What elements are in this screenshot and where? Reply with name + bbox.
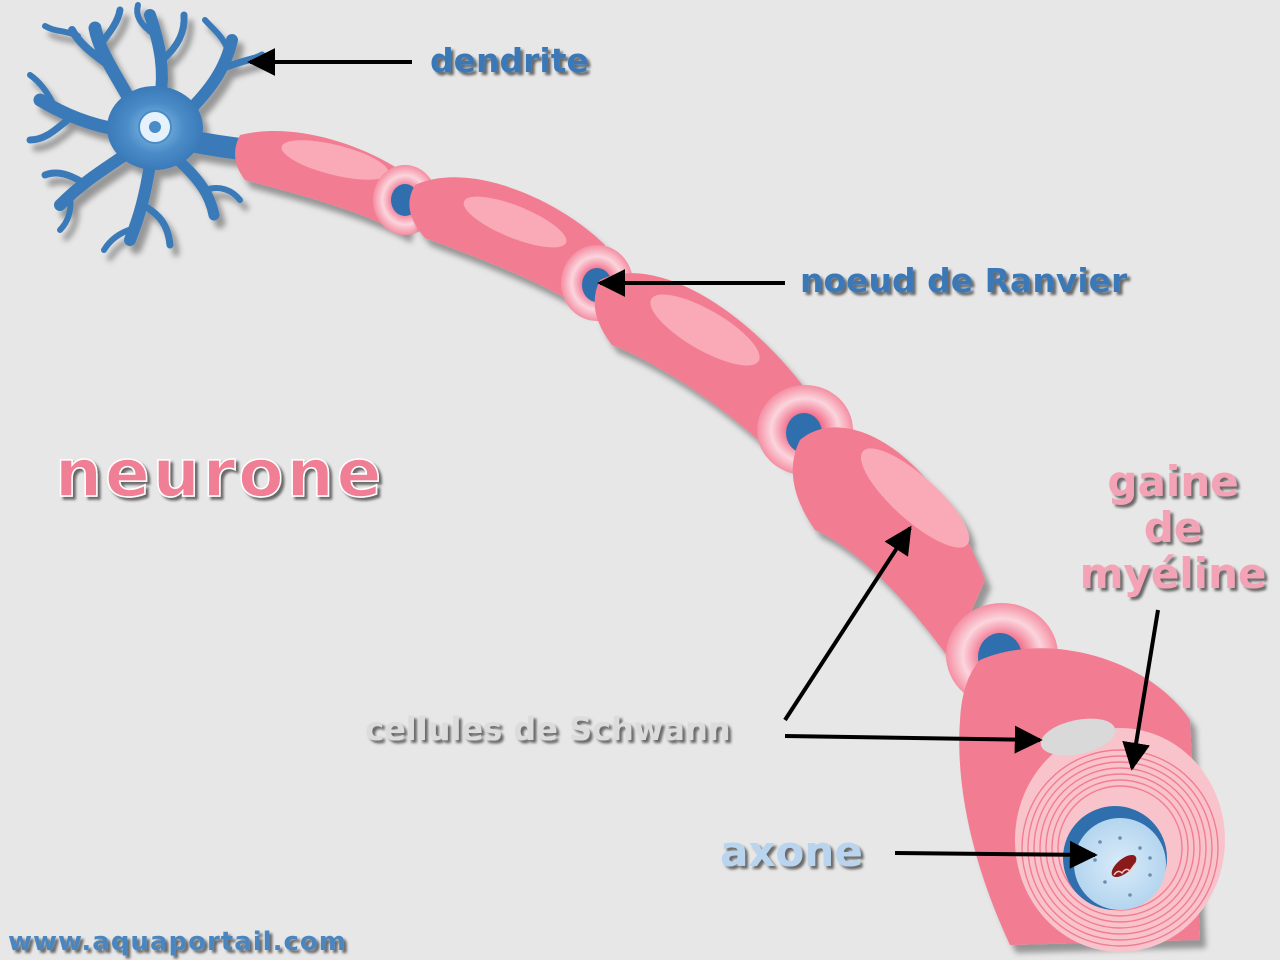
schwann-cell-4	[792, 427, 985, 660]
label-schwann: cellules de Schwann	[365, 710, 731, 748]
arrow-schwann-2	[784, 725, 1043, 754]
schwann-cell-3	[594, 273, 810, 465]
label-dendrite: dendrite	[430, 41, 589, 80]
arrow-schwann-1	[783, 525, 912, 722]
label-myelin-2: de	[1144, 503, 1203, 552]
arrow-axon	[894, 840, 1098, 869]
schwann-nucleus	[1040, 718, 1116, 756]
label-ranvier: noeud de Ranvier	[800, 261, 1128, 300]
watermark: www.aquaportail.com	[8, 927, 347, 957]
label-axon: axone	[720, 827, 863, 876]
page-title: neurone	[55, 435, 384, 512]
annotation-arrows	[247, 48, 1160, 869]
arrow-myelin	[1122, 609, 1160, 771]
label-myelin-3: myéline	[1080, 549, 1267, 598]
label-myelin-1: gaine	[1107, 457, 1238, 506]
mitochondrion	[1111, 854, 1137, 878]
schwann-cell-2	[409, 177, 605, 310]
cross-section	[1015, 718, 1225, 952]
cell-body	[26, 2, 266, 253]
schwann-cell-1	[235, 131, 420, 235]
